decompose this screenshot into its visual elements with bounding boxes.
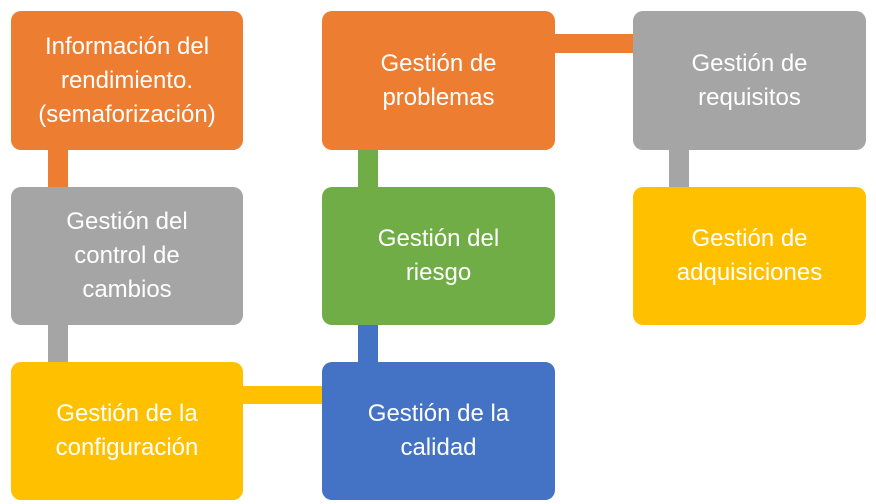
- node-label: Gestión del control de cambios: [66, 208, 188, 303]
- node-riesgo: Gestión del riesgo: [322, 187, 555, 325]
- node-control-cambios: Gestión del control de cambios: [11, 187, 243, 325]
- node-problemas: Gestión de problemas: [322, 11, 555, 150]
- connector-calidad-riesgo: [358, 325, 378, 362]
- node-informacion-rendimiento: Información del rendimiento. (semaforiza…: [11, 11, 243, 150]
- connector-control-configuracion: [48, 325, 68, 362]
- connector-configuracion-calidad: [243, 386, 322, 404]
- node-label: Gestión de la configuración: [55, 400, 199, 461]
- node-label: Gestión de la calidad: [367, 400, 510, 461]
- node-label: Información del rendimiento. (semaforiza…: [38, 32, 216, 128]
- node-requisitos: Gestión de requisitos: [633, 11, 866, 150]
- node-label: Gestión de problemas: [380, 49, 497, 111]
- node-label: Gestión de adquisiciones: [676, 225, 823, 286]
- connector-problemas-requisitos: [555, 34, 633, 53]
- connector-rendimiento-control: [48, 150, 68, 187]
- connector-riesgo-problemas: [358, 150, 378, 187]
- connector-requisitos-adquisiciones: [669, 150, 689, 187]
- node-label: Gestión de requisitos: [691, 49, 808, 111]
- node-calidad: Gestión de la calidad: [322, 362, 555, 500]
- node-label: Gestión del riesgo: [377, 225, 500, 286]
- node-adquisiciones: Gestión de adquisiciones: [633, 187, 866, 325]
- node-configuracion: Gestión de la configuración: [11, 362, 243, 500]
